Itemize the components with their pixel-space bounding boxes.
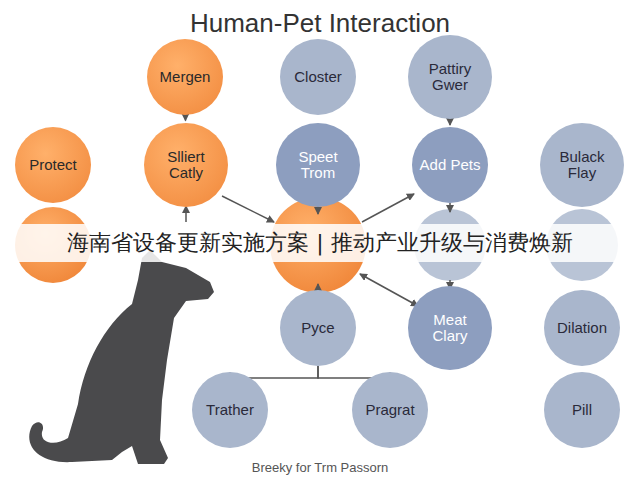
node-label: Pattiry Gwer — [416, 61, 484, 93]
node-circle: Bulack Flay — [540, 123, 625, 208]
diagram-caption: Breeky for Trm Passorn — [0, 460, 640, 475]
node-label: Closter — [294, 69, 342, 85]
node-circle: Pill — [544, 372, 620, 448]
node-label: Slliert Catly — [152, 149, 220, 181]
node-circle: Pattiry Gwer — [408, 35, 493, 120]
node-circle: Trather — [192, 372, 268, 448]
node-circle: Pyce — [280, 290, 356, 366]
diagram-title: Human-Pet Interaction — [0, 8, 640, 39]
dog-silhouette — [29, 250, 214, 464]
watermark-text: 海南省设备更新实施方案 | 推动产业升级与消费焕新 — [67, 228, 572, 258]
node-circle: Add Pets — [412, 127, 488, 203]
node-label: Pill — [572, 402, 592, 418]
node-label: Trather — [206, 402, 254, 418]
node-circle: Slliert Catly — [144, 123, 229, 208]
node-label: Meat Clary — [416, 312, 484, 344]
node-label: Dilation — [557, 320, 607, 336]
node-label: Pragrat — [365, 402, 414, 418]
node-circle: Dilation — [544, 290, 620, 366]
node-label: Pyce — [301, 320, 334, 336]
node-circle: Speet Trom — [276, 123, 361, 208]
node-label: Bulack Flay — [548, 149, 616, 181]
node-circle: Mergen — [147, 39, 223, 115]
watermark-band: 海南省设备更新实施方案 | 推动产业升级与消费焕新 — [12, 224, 628, 262]
node-circle: Closter — [280, 39, 356, 115]
node-label: Mergen — [160, 69, 211, 85]
node-circle: Protect — [15, 127, 91, 203]
node-label: Add Pets — [420, 157, 481, 173]
node-label: Speet Trom — [284, 149, 352, 181]
node-circle: Pragrat — [352, 372, 428, 448]
node-circle: Meat Clary — [408, 286, 493, 371]
connector — [185, 117, 187, 121]
connector — [449, 121, 451, 125]
node-label: Protect — [29, 157, 77, 173]
